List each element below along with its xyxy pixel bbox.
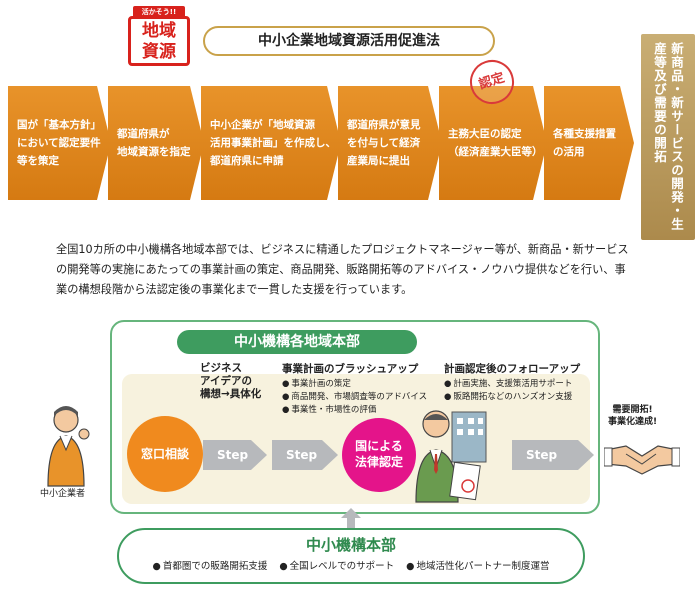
hq-title: 中小機構本部 xyxy=(305,536,396,554)
logo-line-2: 資源 xyxy=(142,42,176,62)
brushup-label: 事業計画のブラッシュアップ xyxy=(282,363,419,375)
logo-box: 地域 資源 xyxy=(128,16,190,66)
law-title: 中小企業地域資源活用促進法 xyxy=(203,26,495,56)
flow-step-4-line: 都道府県が意見 xyxy=(347,119,421,131)
flow-step-3-line: 都道府県に申請 xyxy=(210,155,284,167)
flow-step-3-line: 活用事業計画」を作成し、 xyxy=(210,137,336,149)
success-label: 需要開拓! 事業化達成! xyxy=(608,404,657,428)
flow-step-6: 各種支援措置 の活用 xyxy=(544,86,634,200)
nintei-line: 国による xyxy=(355,439,403,453)
flow-step-2-text: 都道府県が 地域資源を指定 xyxy=(117,86,191,200)
goal-text: 新商品・新サービスの開発・生産等及び需要の開拓 xyxy=(652,42,684,231)
followup-item: 販路開拓などのハンズオン支援 xyxy=(444,391,572,404)
flow-step-5: 主務大臣の認定 （経済産業大臣等） xyxy=(439,86,547,200)
flow-step-1-text: 国が「基本方針」 において認定要件 等を策定 xyxy=(17,86,101,200)
brushup-item: 商品開発、市場調査等のアドバイス xyxy=(282,391,427,404)
flow-step-1: 国が「基本方針」 において認定要件 等を策定 xyxy=(8,86,111,200)
up-arrow-icon xyxy=(341,508,361,530)
followup-item: 計画実施、支援策活用サポート xyxy=(444,378,572,391)
logo-tag: 活かそう!! xyxy=(133,6,185,18)
flow-step-2-line: 地域資源を指定 xyxy=(117,146,191,158)
step-arrow-2: Step xyxy=(272,440,338,470)
description-text: 全国10カ所の中小機構各地域本部では、ビジネスに精通したプロジェクトマネージャー… xyxy=(56,243,629,296)
nintei-line: 法律認定 xyxy=(354,455,403,469)
concept-label: ビジネス アイデアの 構想→具体化 xyxy=(200,362,261,401)
flow-step-4-line: 産業局に提出 xyxy=(347,155,410,167)
goal-bar: 新商品・新サービスの開発・生産等及び需要の開拓 xyxy=(641,34,695,240)
hq-item: 全国レベルでのサポート xyxy=(279,560,395,574)
hq-items: 首都圏での販路開拓支援 全国レベルでのサポート 地域活性化パートナー制度運営 xyxy=(119,560,583,574)
regional-hq-title: 中小機構各地域本部 xyxy=(177,330,417,354)
brushup-list: 事業計画の策定 商品開発、市場調査等のアドバイス 事業性・市場性の評価 xyxy=(282,378,427,417)
flow-step-3: 中小企業が「地域資源 活用事業計画」を作成し、 都道府県に申請 xyxy=(201,86,341,200)
flow-step-2: 都道府県が 地域資源を指定 xyxy=(108,86,204,200)
flow-step-5-text: 主務大臣の認定 （経済産業大臣等） xyxy=(448,86,543,200)
concept-label-line: アイデアの xyxy=(200,375,252,387)
sme-label: 中小企業者 xyxy=(40,489,86,499)
sme-person-icon xyxy=(47,406,90,487)
logo-line-1: 地域 xyxy=(142,21,176,41)
concept-label-line: ビジネス xyxy=(200,362,242,374)
flow-step-3-line: 中小企業が「地域資源 xyxy=(210,119,315,131)
concept-label-line: 構想→具体化 xyxy=(200,388,262,400)
flow-step-5-line: 主務大臣の認定 xyxy=(448,128,522,140)
flow-step-2-line: 都道府県が xyxy=(117,128,170,140)
flow-step-1-line: において認定要件 xyxy=(17,137,101,149)
chiiki-shigen-logo: 活かそう!! 地域 資源 xyxy=(128,6,190,66)
success-label-line: 需要開拓! xyxy=(612,405,653,415)
followup-label: 計画認定後のフォローアップ xyxy=(444,363,581,375)
flow-step-3-text: 中小企業が「地域資源 活用事業計画」を作成し、 都道府県に申請 xyxy=(210,86,336,200)
handshake-icon xyxy=(604,445,680,475)
flow-step-4-line: を付与して経済 xyxy=(347,137,421,149)
hq-item: 首都圏での販路開拓支援 xyxy=(153,560,268,574)
hq-item: 地域活性化パートナー制度運営 xyxy=(406,560,549,574)
brushup-item: 事業計画の策定 xyxy=(282,378,427,391)
flow-step-4-text: 都道府県が意見 を付与して経済 産業局に提出 xyxy=(347,86,421,200)
brushup-item: 事業性・市場性の評価 xyxy=(282,404,427,417)
flow-step-1-line: 国が「基本方針」 xyxy=(17,119,101,131)
step-arrow-3: Step xyxy=(512,440,594,470)
followup-list: 計画実施、支援策活用サポート 販路開拓などのハンズオン支援 xyxy=(444,378,572,404)
headquarters-box: 中小機構本部 首都圏での販路開拓支援 全国レベルでのサポート 地域活性化パートナ… xyxy=(117,528,585,584)
flow-step-1-line: 等を策定 xyxy=(17,155,59,167)
flow-step-6-line: 各種支援措置 xyxy=(553,128,616,140)
flow-step-4: 都道府県が意見 を付与して経済 産業局に提出 xyxy=(338,86,442,200)
official-with-document-icon xyxy=(415,410,487,503)
flow-step-6-text: 各種支援措置 の活用 xyxy=(553,86,616,200)
flow-step-5-line: （経済産業大臣等） xyxy=(448,146,543,158)
flow-step-6-line: の活用 xyxy=(553,146,585,158)
success-label-line: 事業化達成! xyxy=(608,417,658,427)
nintei-circle: 国による 法律認定 xyxy=(342,418,416,492)
madoguchi-circle: 窓口相談 xyxy=(127,416,203,492)
